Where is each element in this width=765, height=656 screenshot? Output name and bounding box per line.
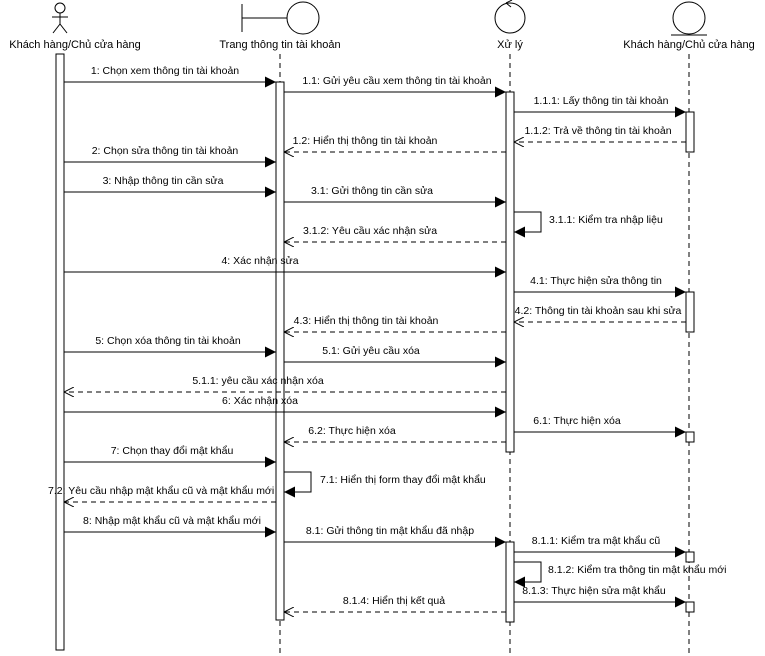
- message-7: 7: Chọn thay đổi mật khẩu: [64, 445, 276, 468]
- message-8-1-4: 8.1.4: Hiển thị kết quả: [284, 595, 506, 612]
- message-4: 4: Xác nhận sửa: [64, 255, 506, 278]
- message-8: 8: Nhập mật khẩu cũ và mật khẩu mới: [64, 515, 276, 538]
- svg-text:5.1: Gửi yêu cầu xóa: 5.1: Gửi yêu cầu xóa: [322, 345, 420, 357]
- svg-text:6: Xác nhận xóa: 6: Xác nhận xóa: [222, 395, 298, 407]
- participant-label: Khách hàng/Chủ cửa hàng: [9, 39, 141, 51]
- activation-ent-2: [685, 291, 695, 333]
- activation-ctrl-2: [505, 541, 515, 623]
- svg-text:8.1.3: Thực hiện sửa mật khẩu: 8.1.3: Thực hiện sửa mật khẩu: [522, 585, 666, 597]
- message-5-1-1: 5.1.1: yêu cầu xác nhận xóa: [64, 375, 506, 392]
- activation-ui: [275, 81, 285, 621]
- message-6-1: 6.1: Thực hiện xóa: [514, 415, 686, 438]
- svg-text:1: Chọn xem thông tin tài khoả: 1: Chọn xem thông tin tài khoản: [91, 65, 239, 77]
- svg-text:7.1: Hiển thị form thay đổi mậ: 7.1: Hiển thị form thay đổi mật khẩu: [320, 474, 486, 486]
- message-4-3: 4.3: Hiển thị thông tin tài khoản: [284, 315, 506, 332]
- message-7-1: 7.1: Hiển thị form thay đổi mật khẩu: [284, 471, 486, 498]
- svg-text:4.3: Hiển thị thông tin tài kh: 4.3: Hiển thị thông tin tài khoản: [294, 315, 439, 327]
- svg-text:6.1: Thực hiện xóa: 6.1: Thực hiện xóa: [533, 415, 621, 427]
- svg-text:1.2: Hiển thị thông tin tài kh: 1.2: Hiển thị thông tin tài khoản: [293, 135, 438, 147]
- message-5-1: 5.1: Gửi yêu cầu xóa: [284, 345, 506, 368]
- activations: [55, 53, 695, 651]
- message-3-1-1: 3.1.1: Kiểm tra nhập liệu: [514, 211, 663, 238]
- message-3-1: 3.1: Gửi thông tin cần sửa: [284, 185, 506, 208]
- messages: 1: Chọn xem thông tin tài khoản 1.1: Gửi…: [48, 65, 726, 612]
- message-1: 1: Chọn xem thông tin tài khoản: [64, 65, 276, 88]
- boundary-icon: [241, 1, 320, 35]
- svg-text:4: Xác nhận sửa: 4: Xác nhận sửa: [221, 255, 298, 267]
- svg-text:7: Chọn thay đổi mật khẩu: 7: Chọn thay đổi mật khẩu: [111, 445, 234, 457]
- message-3-1-2: 3.1.2: Yêu cầu xác nhận sửa: [284, 225, 506, 242]
- participant-label: Xử lý: [497, 39, 523, 51]
- svg-text:3.1: Gửi thông tin cần sửa: 3.1: Gửi thông tin cần sửa: [311, 185, 433, 197]
- actor-icon: [52, 2, 68, 34]
- message-8-1-3: 8.1.3: Thực hiện sửa mật khẩu: [514, 585, 686, 608]
- activation-ctrl-1: [505, 91, 515, 453]
- participant-label: Trang thông tin tài khoản: [219, 39, 340, 51]
- svg-text:5: Chọn xóa thông tin tài khoả: 5: Chọn xóa thông tin tài khoản: [95, 335, 241, 347]
- svg-text:1.1.2: Trả về thông tin tài kh: 1.1.2: Trả về thông tin tài khoản: [524, 125, 671, 137]
- svg-text:1.1.1: Lấy thông tin tài khoản: 1.1.1: Lấy thông tin tài khoản: [534, 95, 669, 107]
- participant-label: Khách hàng/Chủ cửa hàng: [623, 39, 755, 51]
- participant-actor: Khách hàng/Chủ cửa hàng: [9, 2, 141, 51]
- svg-text:8: Nhập mật khẩu cũ và mật khẩ: 8: Nhập mật khẩu cũ và mật khẩu mới: [83, 515, 261, 527]
- svg-text:1.1: Gửi yêu cầu xem thông tin: 1.1: Gửi yêu cầu xem thông tin tài khoản: [302, 75, 491, 87]
- message-4-1: 4.1: Thực hiện sửa thông tin: [514, 275, 686, 298]
- message-1-1: 1.1: Gửi yêu cầu xem thông tin tài khoản: [284, 75, 506, 98]
- message-8-1-1: 8.1.1: Kiểm tra mật khẩu cũ: [514, 535, 686, 558]
- message-2: 2: Chọn sửa thông tin tài khoản: [64, 145, 276, 168]
- message-1-1-2: 1.1.2: Trả về thông tin tài khoản: [514, 125, 686, 142]
- message-5: 5: Chọn xóa thông tin tài khoản: [64, 335, 276, 358]
- message-4-2: 4.2: Thông tin tài khoản sau khi sửa: [514, 305, 686, 322]
- svg-text:5.1.1: yêu cầu xác nhận xóa: 5.1.1: yêu cầu xác nhận xóa: [192, 375, 324, 387]
- entity-icon: [671, 1, 707, 36]
- svg-text:2: Chọn sửa thông tin tài khoả: 2: Chọn sửa thông tin tài khoản: [92, 145, 239, 157]
- svg-text:4.2: Thông tin tài khoản sau k: 4.2: Thông tin tài khoản sau khi sửa: [515, 305, 682, 317]
- activation-ent-4: [685, 551, 695, 563]
- message-1-2: 1.2: Hiển thị thông tin tài khoản: [284, 135, 506, 152]
- message-7-2: 7.2: Yêu cầu nhập mật khẩu cũ và mật khẩ…: [48, 485, 276, 502]
- activation-ent-1: [685, 111, 695, 153]
- svg-text:8.1.4: Hiển thị kết quả: 8.1.4: Hiển thị kết quả: [343, 595, 445, 607]
- message-8-1-2: 8.1.2: Kiểm tra thông tin mật khẩu mới: [514, 561, 726, 588]
- activation-ent-5: [685, 601, 695, 613]
- control-icon: [494, 0, 526, 34]
- message-6-2: 6.2: Thực hiện xóa: [284, 425, 506, 442]
- participant-ctrl: Xử lý: [494, 0, 526, 51]
- message-8-1: 8.1: Gửi thông tin mật khẩu đã nhập: [284, 525, 506, 548]
- svg-text:3.1.1: Kiểm tra nhập liệu: 3.1.1: Kiểm tra nhập liệu: [549, 214, 663, 226]
- message-6: 6: Xác nhận xóa: [64, 395, 506, 418]
- participant-ent: Khách hàng/Chủ cửa hàng: [623, 1, 755, 51]
- message-3: 3: Nhập thông tin cần sửa: [64, 175, 276, 198]
- message-1-1-1: 1.1.1: Lấy thông tin tài khoản: [514, 95, 686, 118]
- participant-ui: Trang thông tin tài khoản: [219, 1, 341, 51]
- svg-text:4.1: Thực hiện sửa thông tin: 4.1: Thực hiện sửa thông tin: [530, 275, 662, 287]
- svg-text:8.1: Gửi thông tin mật khẩu đã: 8.1: Gửi thông tin mật khẩu đã nhập: [306, 525, 474, 537]
- svg-text:3: Nhập thông tin cần sửa: 3: Nhập thông tin cần sửa: [103, 175, 224, 187]
- svg-text:8.1.2: Kiểm tra thông tin mật: 8.1.2: Kiểm tra thông tin mật khẩu mới: [548, 564, 726, 576]
- svg-text:7.2: Yêu cầu nhập mật khẩu cũ: 7.2: Yêu cầu nhập mật khẩu cũ và mật khẩ…: [48, 485, 274, 497]
- svg-text:8.1.1: Kiểm tra mật khẩu cũ: 8.1.1: Kiểm tra mật khẩu cũ: [532, 535, 661, 547]
- svg-text:6.2: Thực hiện xóa: 6.2: Thực hiện xóa: [308, 425, 396, 437]
- activation-ent-3: [685, 431, 695, 443]
- activation-actor: [55, 53, 65, 651]
- svg-text:3.1.2: Yêu cầu xác nhận sửa: 3.1.2: Yêu cầu xác nhận sửa: [303, 225, 437, 237]
